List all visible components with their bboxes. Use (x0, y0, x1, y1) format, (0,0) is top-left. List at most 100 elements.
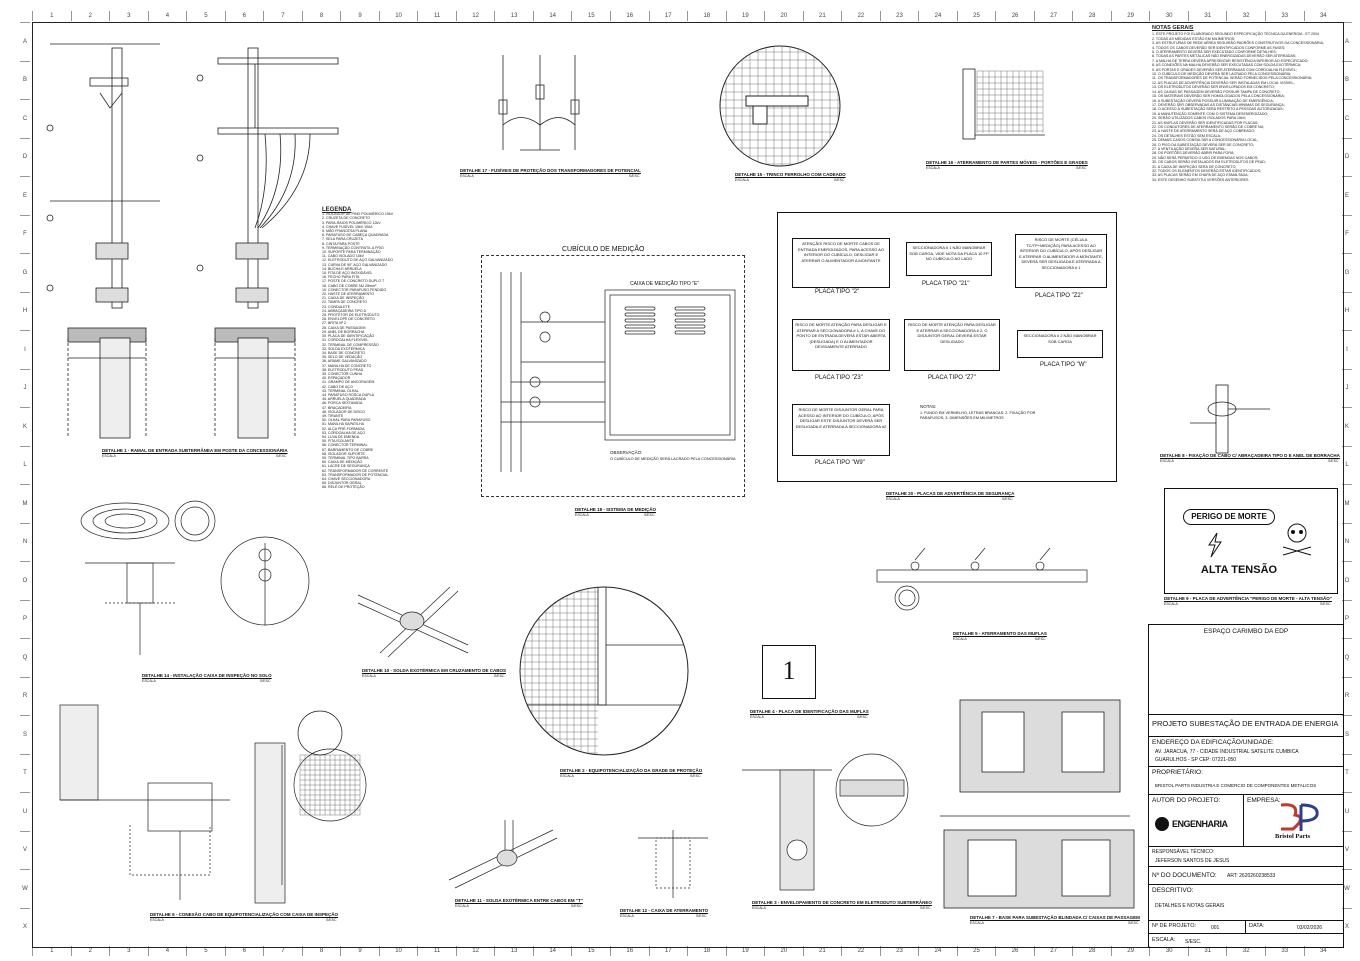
legend-line: 56. CONECTOR TERMINAL (322, 443, 368, 448)
detail-14-caption: DETALHE 14 - INSTALAÇÃO CAIXA DE INSPEÇÃ… (142, 673, 272, 678)
legend-line: 7. SELA PARA CRUZETA (322, 237, 364, 242)
ruler-column-label: 17 (648, 11, 688, 21)
detail-scale-tag: ESCALA (620, 914, 634, 918)
note-line: 1. ESTE PROJETO FOI ELABORADO SEGUNDO ES… (1152, 32, 1319, 37)
detail-scale-tag: ESCALA (102, 454, 116, 458)
author-logo: ENGENHARIA (1155, 817, 1228, 831)
ruler-column-label: 27 (1033, 11, 1073, 21)
legend-line: 16. FECHO PARA FITA (322, 275, 360, 280)
note-line: 10. O CUBÍCULO DE MEDIÇÃO DEVERÁ SER LAC… (1152, 72, 1292, 77)
ruler-column-label: 21 (802, 946, 842, 956)
ruler-row-label: C (20, 99, 30, 138)
ruler-column-label: 32 (1226, 946, 1265, 956)
legend-line: 65. DISJUNTOR GERAL (322, 481, 362, 486)
detail-scale-value: S/ESC (571, 904, 582, 908)
detail-4-caption: DETALHE 4 - PLACA DE IDENTIFICAÇÃO DAS M… (750, 709, 869, 714)
ruler-column-label: 28 (1072, 11, 1111, 21)
detail-1-drawing (46, 43, 339, 439)
legend-line: 4. CHAVE FUSÍVEL 15kV 100A (322, 224, 373, 229)
ruler-column-label: 10 (378, 11, 418, 21)
legend-line: 60. CAIXA DE MEDIÇÃO (322, 460, 363, 465)
detail-16-drawing (962, 68, 1045, 140)
legend-line: 64. CHAVE SECCIONADORA (322, 477, 371, 481)
ruler-column-label: 20 (764, 11, 803, 21)
document-number-label: Nº DO DOCUMENTO: (1152, 872, 1217, 879)
legend-line: 15. FITA DE AÇO INOXIDÁVEL (322, 271, 373, 276)
legend-line: 39. CONECTOR CUNHA (322, 371, 363, 376)
detail-11-caption: DETALHE 11 - SOLDA EXOTÉRMICA ENTRE CABO… (455, 898, 583, 903)
plate-type-w-caption: PLACA TIPO "W" (1040, 362, 1087, 368)
date-label: DATA: (1249, 923, 1265, 929)
legend-line: 34. BASE DE CONCRETO (322, 350, 366, 355)
note-line: 21. AS MUFLAS DEVERÃO SER IDENTIFICADAS … (1152, 120, 1259, 125)
ruler-column-label: 22 (841, 11, 880, 21)
ruler-row-label: K (1342, 407, 1352, 446)
plates-notes-title: NOTAS: (920, 404, 937, 409)
ruler-column-label: 11 (417, 946, 456, 956)
ruler-column-label: 34 (1303, 11, 1343, 21)
legend-line: 17. POSTE DE CONCRETO DUPLO T (322, 279, 385, 284)
technical-lead-label: RESPONSÁVEL TÉCNICO: (1152, 849, 1215, 855)
detail-scale-value: S/ESC (644, 513, 655, 517)
plate-type-21-caption: PLACA TIPO "21" (922, 281, 970, 287)
plate-type-w9: RISCO DE MORTE DISJUNTOR GERAL PARA ACES… (792, 404, 890, 456)
ruler-column-label: 16 (609, 11, 649, 21)
scale-value: S/ESC. (1185, 939, 1202, 945)
legend-line: 10. SUPORTE PARA TERMINAÇÃO (322, 250, 381, 255)
ruler-row-label: L (20, 445, 30, 485)
address-line-2: GUARULHOS - SP CEP: 07221-050 (1155, 757, 1237, 763)
ruler-column-label: 10 (378, 946, 418, 956)
legend-line: 33. SOLDA EXOTÉRMICA (322, 346, 365, 351)
ruler-column-label: 7 (263, 11, 302, 21)
note-line: 2. TODAS AS MEDIDAS ESTÃO EM MILÍMETROS; (1152, 36, 1236, 41)
note-line: 3. AS ESTRUTURAS DE REDE AÉREA SEGUIRÃO … (1152, 41, 1324, 46)
detail-scale-tag: ESCALA (735, 178, 749, 182)
ruler-column-label: 12 (455, 946, 495, 956)
ruler-column-label: 9 (340, 11, 379, 21)
legend-line: 3. PARA-RAIOS POLIMÉRICO 12kV (322, 220, 381, 225)
legend-line: 55. FITA ISOLANTE (322, 439, 355, 444)
detail-scale-value: S/ESC (834, 178, 845, 182)
ruler-column-label: 1 (32, 946, 71, 956)
plate-type-z3: RISCO DE MORTE ATENÇÃO PARA DESLIGAR E A… (792, 319, 890, 371)
detail-15-caption: DETALHE 15 - TRINCO FERROLHO COM CADEADO (735, 172, 846, 177)
ruler-column-label: 13 (494, 11, 533, 21)
ruler-row-label: E (1342, 176, 1352, 215)
detail-3-drawing (742, 753, 909, 891)
sheet-number-label: Nº DE PROJETO: (1152, 923, 1197, 929)
note-line: 14. AS CAIXAS DE PASSAGEM DEVERÃO POSSUI… (1152, 89, 1281, 94)
detail-15-drawing (719, 45, 841, 167)
ruler-row-label: D (1342, 137, 1352, 177)
ruler-column-label: 9 (340, 946, 379, 956)
ruler-row-label: L (1342, 445, 1352, 485)
legend-line: 9. TERMINAÇÃO CONTRÁTIL A FRIO (322, 245, 384, 250)
note-line: 30. OS CABOS SERÃO INSTALADOS EM ELETROD… (1152, 160, 1266, 165)
technical-lead-name: JEFERSON SANTOS DE JESUS (1155, 858, 1230, 864)
legend-line: 21. CAIXA DE INSPEÇÃO (322, 296, 365, 301)
legend-line: 42. CABO DE AÇO (322, 384, 353, 389)
ruler-row-label: J (1342, 368, 1352, 408)
note-line: 8. AS CONEXÕES NA MALHA DEVERÃO SER EXEC… (1152, 63, 1302, 68)
ruler-column-label: 33 (1265, 946, 1304, 956)
detail-scale-tag: ESCALA (362, 674, 376, 678)
company-logo-text: Bristol Parts (1275, 833, 1311, 840)
danger-sign: PERIGO DE MORTE ALTA TENSÃO (1164, 488, 1338, 594)
skull-icon (1282, 523, 1312, 556)
cubicle-notes-title: OBSERVAÇÃO: (610, 450, 643, 455)
detail-11-drawing (448, 820, 558, 889)
note-line: 28. OS PORTÕES DEVERÃO ABRIR PARA FORA; (1152, 151, 1235, 156)
ruler-row-label: S (1342, 715, 1352, 754)
mufla-identification-plate: 1 (762, 645, 816, 699)
note-line: 23. A HASTE DE ATERRAMENTO SERÁ DE AÇO C… (1152, 129, 1255, 134)
detail-scale-value: S/ESC (1128, 921, 1139, 925)
detail-scale-tag: ESCALA (575, 513, 589, 517)
ruler-column-label: 8 (301, 11, 341, 21)
ruler-row-label: O (1342, 561, 1352, 600)
ruler-column-label: 17 (648, 946, 688, 956)
note-line: 20. SERÃO UTILIZADOS CABOS ISOLADOS PARA… (1152, 116, 1247, 121)
general-notes: NOTAS GERAIS 1. ESTE PROJETO FOI ELABORA… (1152, 25, 1338, 182)
ruler-column-label: 4 (147, 11, 187, 21)
ruler-column-label: 16 (609, 946, 649, 956)
detail-scale-value: S/ESC (1076, 166, 1087, 170)
